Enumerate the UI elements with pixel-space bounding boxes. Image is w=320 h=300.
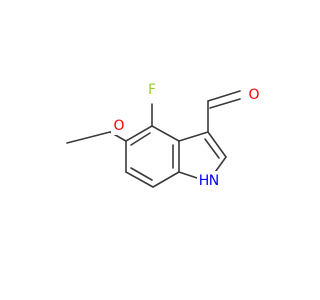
bond-c6-c7 — [125, 171, 154, 188]
fluorine-label: F — [148, 82, 156, 98]
bond-group — [66, 90, 241, 188]
ether-oxygen-label: O — [113, 118, 124, 134]
bond-c3a-c4 — [151, 125, 180, 142]
bond-cho-o — [207, 90, 241, 102]
bond-c3a-c3 — [178, 131, 209, 142]
atom-labels: F O O H N — [111, 81, 262, 189]
molecule-canvas: F O O H N — [66, 81, 262, 189]
bond-n1-c7a — [178, 171, 198, 179]
aldehyde-oxygen-atom: O — [246, 86, 262, 104]
bond-c7-c7a — [152, 171, 180, 188]
bond-c3-c2 — [207, 131, 227, 158]
ether-oxygen-atom: O — [111, 117, 127, 135]
nitrogen-atom: H N — [197, 171, 227, 189]
bond-o-ch3 — [66, 131, 111, 144]
nitrogen-hydrogen-label: H — [199, 173, 210, 189]
molecule-structure: F O O H N — [66, 81, 262, 189]
bond-c4-c5-inner — [130, 132, 151, 146]
nitrogen-label: N — [209, 173, 219, 189]
fluorine-atom: F — [145, 81, 159, 99]
aldehyde-oxygen-label: O — [248, 87, 259, 103]
bond-c4-c5 — [125, 125, 153, 142]
bond-c6-c7-inner — [130, 167, 153, 181]
bond-c3-c2-inner — [204, 138, 220, 159]
bond-cho-o-double — [209, 98, 241, 109]
